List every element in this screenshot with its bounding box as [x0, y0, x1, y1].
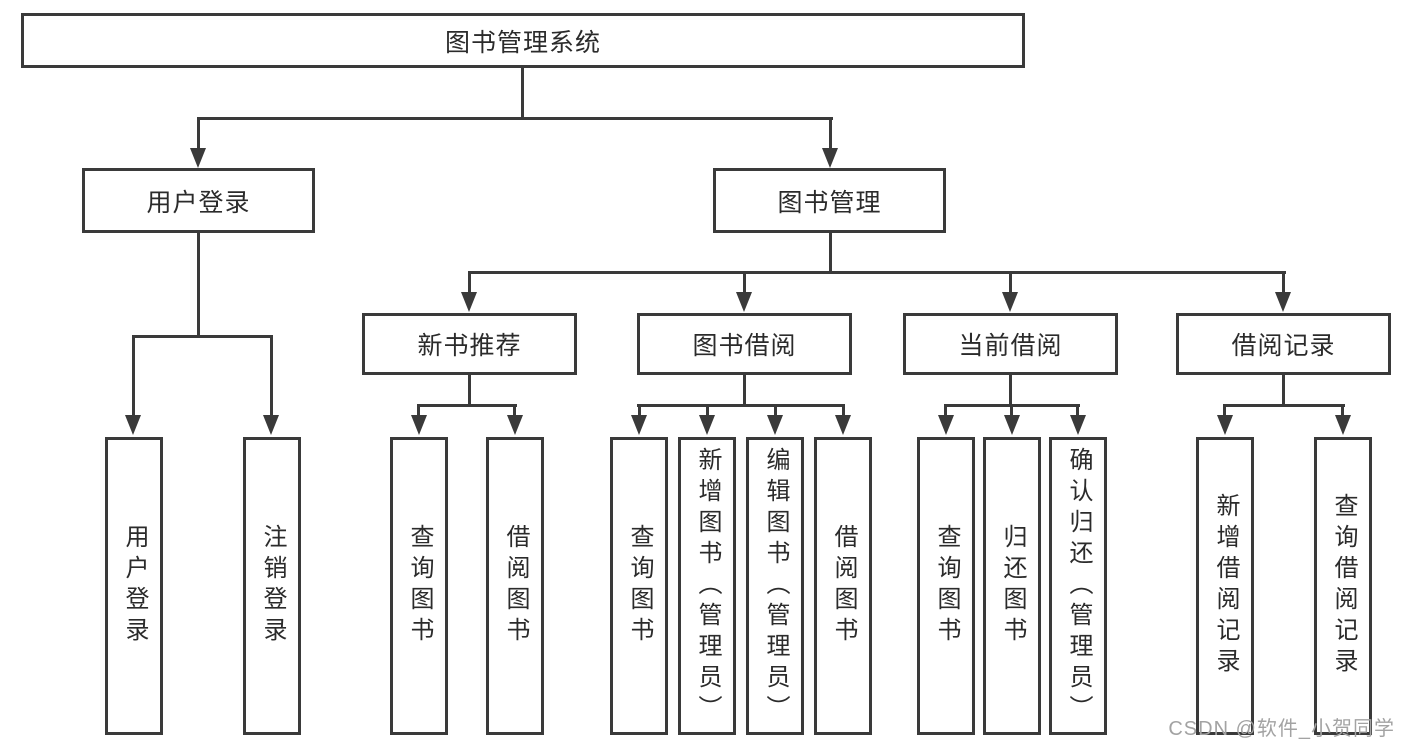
arrow-down-icon	[263, 415, 279, 435]
node-borrow-records-label: 借阅记录	[1231, 332, 1336, 360]
node-book-borrow: 图书借阅	[637, 313, 852, 375]
leaf-query-borrow-record: 查询借阅记录	[1314, 437, 1372, 735]
arrow-down-icon	[835, 415, 851, 435]
node-new-book-recommend-label: 新书推荐	[417, 332, 522, 360]
leaf-query-books-borrow: 查询图书	[610, 437, 668, 735]
leaf-edit-book-admin-label: 编辑图书（管理员）	[762, 446, 789, 726]
connector-line	[774, 404, 777, 417]
arrow-down-icon	[767, 415, 783, 435]
arrow-down-icon	[736, 292, 752, 312]
connector-line	[197, 117, 200, 150]
connector-line	[1009, 271, 1012, 294]
leaf-query-books-borrow-label: 查询图书	[626, 524, 653, 648]
node-book-management: 图书管理	[713, 168, 946, 233]
leaf-return-book: 归还图书	[983, 437, 1041, 735]
leaf-add-borrow-record-label: 新增借阅记录	[1212, 493, 1239, 679]
node-user-login: 用户登录	[82, 168, 315, 233]
connector-line	[197, 117, 833, 120]
node-borrow-records: 借阅记录	[1176, 313, 1391, 375]
connector-line	[706, 404, 709, 417]
connector-line	[743, 271, 746, 294]
connector-line	[829, 233, 832, 274]
connector-line	[1223, 404, 1345, 407]
connector-line	[1282, 375, 1285, 407]
arrow-down-icon	[699, 415, 715, 435]
connector-line	[1282, 271, 1285, 294]
leaf-confirm-return-admin: 确认归还（管理员）	[1049, 437, 1107, 735]
leaf-borrow-books-label: 借阅图书	[830, 524, 857, 648]
arrow-down-icon	[1004, 415, 1020, 435]
leaf-return-book-label: 归还图书	[999, 524, 1026, 648]
arrow-down-icon	[411, 415, 427, 435]
node-new-book-recommend: 新书推荐	[362, 313, 577, 375]
leaf-query-books-recommend-label: 查询图书	[406, 524, 433, 648]
leaf-logout-label: 注销登录	[259, 524, 286, 648]
leaf-add-book-admin-label: 新增图书（管理员）	[694, 446, 721, 726]
csdn-watermark: CSDN @软件_小贺同学	[1168, 718, 1395, 740]
arrow-down-icon	[507, 415, 523, 435]
leaf-logout: 注销登录	[243, 437, 301, 735]
arrow-down-icon	[125, 415, 141, 435]
leaf-query-books-current: 查询图书	[917, 437, 975, 735]
arrow-down-icon	[1070, 415, 1086, 435]
connector-line	[417, 404, 517, 407]
leaf-add-book-admin: 新增图书（管理员）	[678, 437, 736, 735]
leaf-edit-book-admin: 编辑图书（管理员）	[746, 437, 804, 735]
node-book-borrow-label: 图书借阅	[692, 332, 797, 360]
connector-line	[513, 404, 516, 417]
arrow-down-icon	[190, 148, 206, 168]
leaf-confirm-return-admin-label: 确认归还（管理员）	[1065, 446, 1092, 726]
connector-line	[468, 271, 1286, 274]
node-user-login-label: 用户登录	[146, 188, 251, 217]
node-root-library-system: 图书管理系统	[21, 13, 1025, 68]
arrow-down-icon	[1275, 292, 1291, 312]
connector-line	[468, 271, 471, 294]
connector-line	[270, 335, 273, 417]
connector-line	[417, 404, 420, 417]
connector-line	[521, 68, 524, 120]
arrow-down-icon	[822, 148, 838, 168]
connector-line	[132, 335, 273, 338]
leaf-borrow-books-recommend: 借阅图书	[486, 437, 544, 735]
leaf-query-books-current-label: 查询图书	[933, 524, 960, 648]
arrow-down-icon	[1335, 415, 1351, 435]
connector-line	[1010, 404, 1013, 417]
leaf-query-books-recommend: 查询图书	[390, 437, 448, 735]
leaf-borrow-books: 借阅图书	[814, 437, 872, 735]
arrow-down-icon	[1002, 292, 1018, 312]
arrow-down-icon	[631, 415, 647, 435]
leaf-query-borrow-record-label: 查询借阅记录	[1330, 493, 1357, 679]
node-current-borrow: 当前借阅	[903, 313, 1118, 375]
connector-line	[468, 375, 471, 407]
connector-line	[1341, 404, 1344, 417]
node-root-label: 图书管理系统	[444, 28, 601, 57]
connector-line	[842, 404, 845, 417]
leaf-user-login-label: 用户登录	[121, 524, 148, 648]
connector-line	[743, 375, 746, 407]
leaf-borrow-books-recommend-label: 借阅图书	[502, 524, 529, 648]
leaf-add-borrow-record: 新增借阅记录	[1196, 437, 1254, 735]
arrow-down-icon	[1217, 415, 1233, 435]
connector-line	[197, 233, 200, 338]
connector-line	[1076, 404, 1079, 417]
connector-line	[637, 404, 845, 407]
arrow-down-icon	[461, 292, 477, 312]
leaf-user-login: 用户登录	[105, 437, 163, 735]
arrow-down-icon	[938, 415, 954, 435]
node-current-borrow-label: 当前借阅	[958, 332, 1063, 360]
node-book-management-label: 图书管理	[777, 188, 882, 217]
connector-line	[829, 117, 832, 150]
connector-line	[1223, 404, 1226, 417]
connector-line	[944, 404, 947, 417]
connector-line	[1009, 375, 1012, 407]
connector-line	[638, 404, 641, 417]
connector-line	[132, 335, 135, 417]
